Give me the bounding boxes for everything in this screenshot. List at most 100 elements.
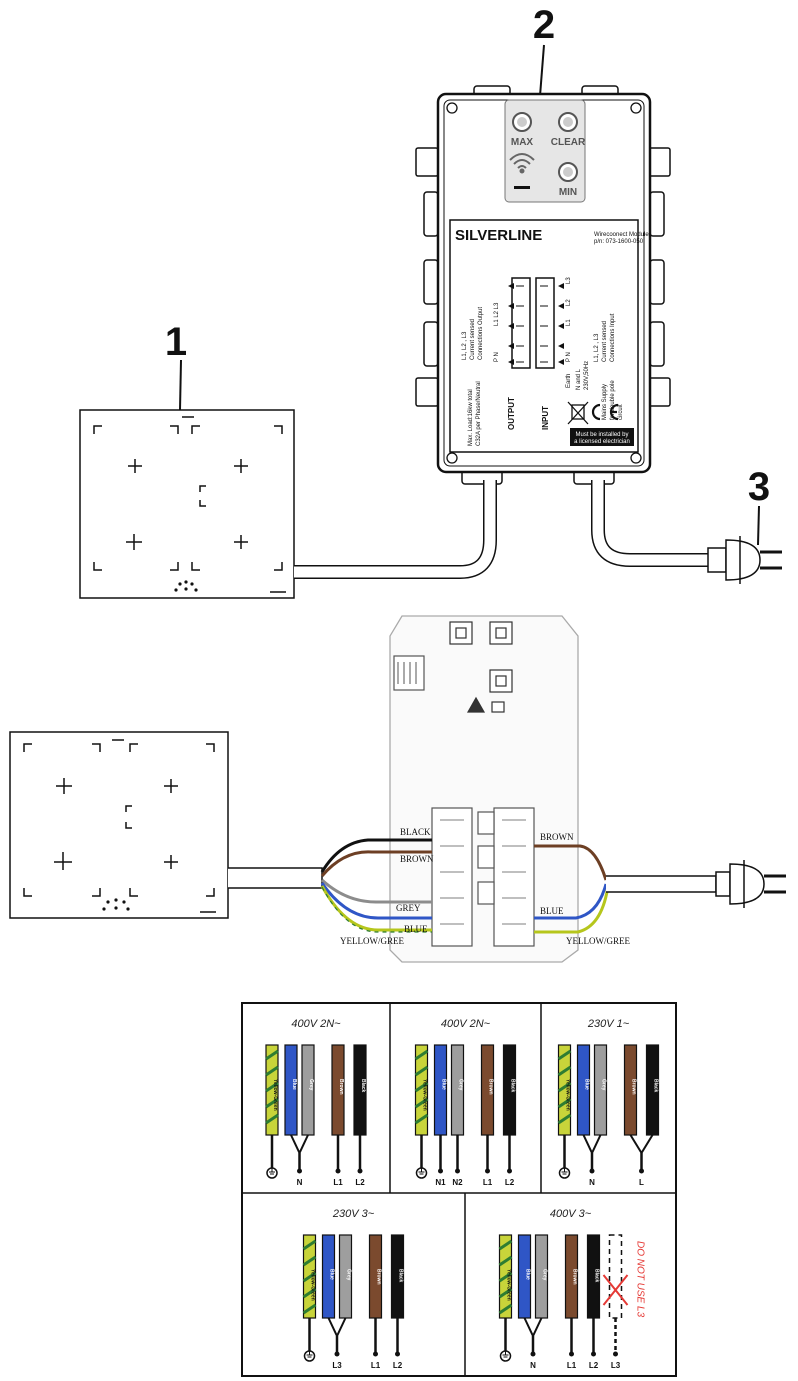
svg-text:Max. Load:16kw total: Max. Load:16kw total [468, 389, 474, 446]
pcb-terminal-blocks [431, 807, 535, 947]
callout-module-leader [539, 44, 545, 97]
svg-text:Current sensed: Current sensed [470, 319, 476, 360]
svg-text:Connections Output: Connections Output [478, 307, 484, 360]
supply2-cable [606, 875, 717, 893]
terminal-label: L2 [505, 1178, 515, 1187]
wire-label-blue: BLUE [404, 924, 428, 934]
wire-grey: Grey [301, 1044, 315, 1136]
hob-wiring-view [9, 731, 229, 919]
output-description: L1, L2 , L3 Current sensed Connections O… [462, 307, 484, 360]
wire-blue: Blue [576, 1044, 591, 1136]
svg-text:Current sensed: Current sensed [602, 321, 608, 362]
ce-mark-icon [591, 403, 619, 421]
wire-brown: Brown [368, 1234, 383, 1319]
svg-text:N and L: N and L [576, 368, 582, 390]
wire-name-label: Blue [584, 1079, 590, 1090]
wire-name-label: Grey [542, 1269, 548, 1281]
installer-notice [570, 428, 634, 446]
supply-label-brown: BROWN [540, 832, 574, 842]
terminal-label: N [530, 1361, 536, 1370]
callout-hob: 1 [165, 320, 187, 364]
hob2-control-dots [102, 898, 130, 911]
wire-name-label: Brown [376, 1269, 382, 1285]
wire-blue: Blue [321, 1234, 336, 1319]
terminal-label: L1 [371, 1361, 381, 1370]
wire-name-label: Black [510, 1079, 516, 1093]
hob-side-wires [320, 838, 432, 933]
wire-grey: Grey [593, 1044, 608, 1136]
wire-black: Black [586, 1234, 601, 1319]
terminal-label: L1 [567, 1361, 577, 1370]
wire-yellow-green: Yellow-Green [557, 1044, 572, 1136]
wire-name-label: Yellow-Green [565, 1079, 571, 1111]
svg-text:L1, L2 , L3: L1, L2 , L3 [462, 331, 468, 360]
config-title: 400V 2N~ [441, 1018, 491, 1030]
wire-brown: Brown [623, 1044, 638, 1136]
wire-yellow-green: Yellow-Green [302, 1234, 317, 1319]
terminal-label: N [589, 1178, 595, 1187]
weee-icon [567, 401, 589, 425]
terminal-label: N1 [435, 1178, 446, 1187]
cross-icon [602, 1274, 629, 1306]
callout-hob-leader [179, 359, 182, 411]
terminal-arrows [508, 283, 564, 365]
supply-cable-outline [591, 480, 708, 567]
wire-name-label: Blue [441, 1079, 447, 1090]
wire-name-label: Grey [601, 1079, 607, 1091]
wire-black: Black [502, 1044, 517, 1136]
wire-brown: Brown [480, 1044, 495, 1136]
wire-yellow-green: Yellow-Green [498, 1234, 513, 1319]
input-rating-text: N and L 230V,50Hz [576, 361, 590, 390]
wire-name-label: Grey [308, 1079, 314, 1091]
wire-name-label: Brown [338, 1079, 344, 1095]
wire-name-label: Black [594, 1269, 600, 1283]
hob-top-view [79, 409, 295, 599]
config-title: 400V 3~ [550, 1208, 592, 1220]
wire-name-label: Black [398, 1269, 404, 1283]
supply-side-wires [534, 844, 610, 934]
wire-grey: Grey [338, 1234, 353, 1319]
max-button[interactable] [512, 112, 532, 132]
wire-black: Black [390, 1234, 405, 1319]
wire-name-label: Brown [631, 1079, 637, 1095]
wire-name-label: Blue [329, 1269, 335, 1280]
svg-text:Mains Supply: Mains Supply [602, 384, 608, 420]
wire-name-label: Grey [346, 1269, 352, 1281]
terminal-label: L1 [483, 1178, 493, 1187]
svg-text:OUTPUT: OUTPUT [507, 397, 516, 430]
notice-line-2: a licensed electrician [574, 439, 630, 445]
module-subtitle: Wirecoonect Module [594, 232, 649, 238]
clear-button[interactable] [558, 112, 578, 132]
config-title: 230V 1~ [587, 1018, 630, 1030]
wire-name-label: Yellow-Green [422, 1079, 428, 1111]
max-load-text: Max. Load:16kw total C32A per Phase/Neut… [468, 381, 482, 446]
hob-zone-marks [93, 416, 286, 593]
wire-blue: Blue [284, 1044, 298, 1136]
wire-brown: Brown [564, 1234, 579, 1319]
module-screws [446, 102, 642, 464]
module-part-number: p/n: 073-1600-050 [594, 239, 644, 245]
min-button[interactable] [558, 162, 578, 182]
wire-name-label: Black [360, 1079, 366, 1093]
terminal-label: L2 [589, 1361, 599, 1370]
min-button-label: MIN [559, 187, 577, 198]
wire-name-label: Brown [572, 1269, 578, 1285]
svg-text:L1 L2 L3: L1 L2 L3 [494, 302, 500, 326]
wire-label-grey: GREY [396, 903, 421, 913]
led-indicator [514, 186, 530, 189]
terminal-label: L3 [332, 1361, 342, 1370]
svg-text:P N: P N [566, 352, 572, 362]
wire-blue: Blue [517, 1234, 532, 1319]
input-label: INPUT [541, 406, 550, 430]
max-button-label: MAX [511, 137, 534, 148]
mains-plug-2 [715, 860, 786, 908]
wire-name-label: Black [653, 1079, 659, 1093]
mains-plug [707, 536, 782, 584]
pcb-components [393, 621, 513, 713]
callout-plug-leader [757, 505, 760, 546]
callout-plug: 3 [748, 465, 770, 509]
